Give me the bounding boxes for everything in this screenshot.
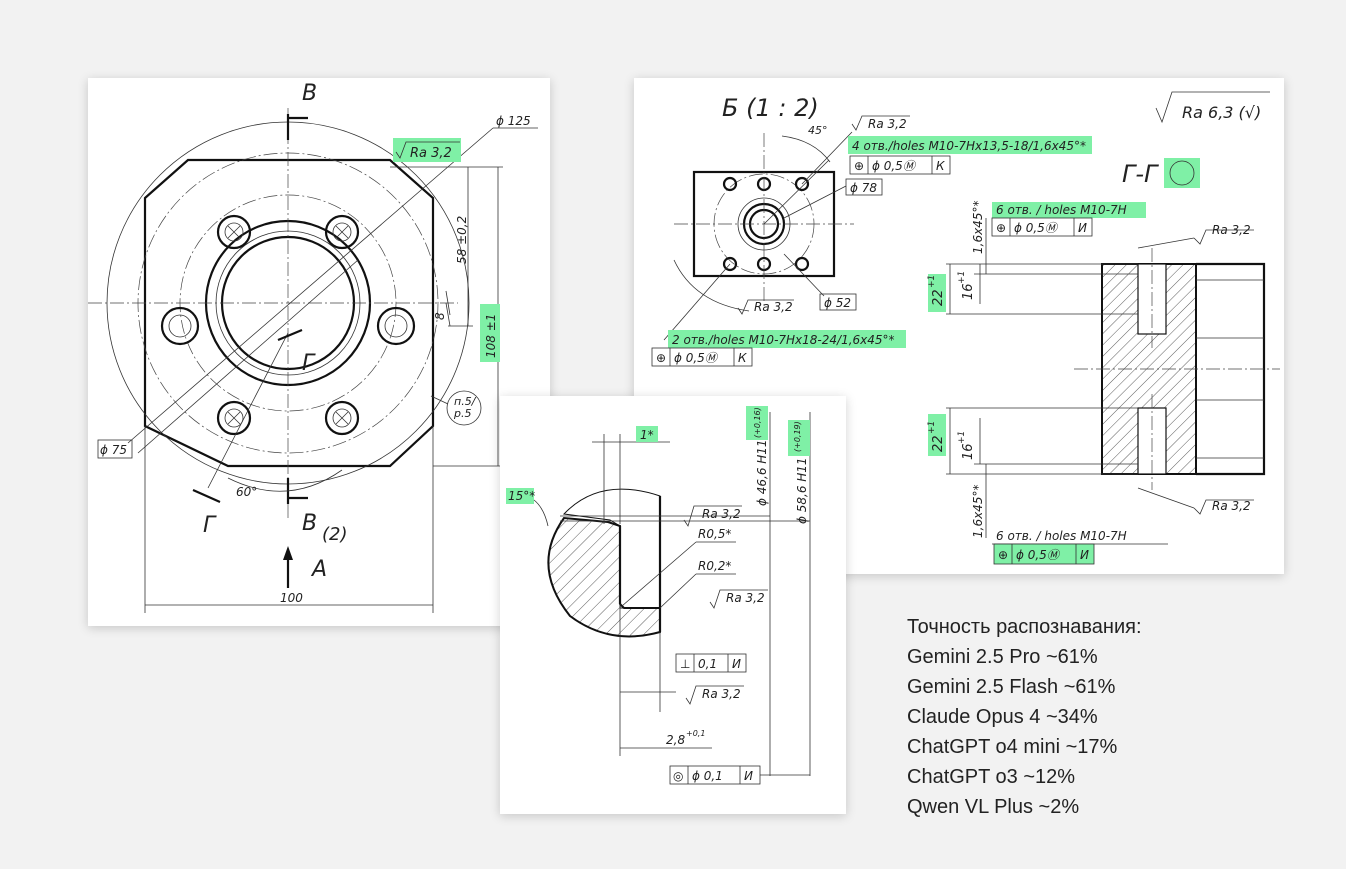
section-g-roughness-top: Ra 3,2 bbox=[1212, 223, 1251, 237]
dimension-8-label: 8 bbox=[433, 312, 447, 320]
perp-tol-datum: И bbox=[732, 657, 741, 671]
angle-15-label: 15°* bbox=[508, 489, 535, 503]
groove-detail-sheet: 1* 15°* ϕ 46,6 H11 (+0,16) ϕ 58,6 H11 (+… bbox=[500, 396, 846, 814]
section-label-bottom-sub: (2) bbox=[322, 524, 348, 545]
dim-1-label: 1* bbox=[640, 428, 654, 442]
roughness-label: Ra 3,2 bbox=[410, 146, 452, 161]
concentricity-tol-datum: И bbox=[744, 769, 753, 783]
dimension-100-label: 100 bbox=[280, 591, 303, 605]
angle-45-label: 45° bbox=[808, 124, 828, 137]
section-g-tol-bottom-symbol: ⊕ bbox=[998, 548, 1008, 562]
diameter-52-label: ϕ 52 bbox=[824, 296, 851, 310]
detail-b-tol-bottom-datum: К bbox=[738, 351, 747, 365]
dim-22-top-tol: +1 bbox=[927, 275, 937, 288]
detail-b-title: Б (1 : 2) bbox=[722, 94, 819, 122]
dim-16-top: 16 bbox=[961, 283, 976, 300]
legend-item: Gemini 2.5 Pro ~61% bbox=[907, 646, 1098, 668]
section-g-roughness-bottom: Ra 3,2 bbox=[1212, 499, 1251, 513]
section-g-tol-top-symbol: ⊕ bbox=[996, 221, 1006, 235]
radius-0-2-label: R0,2* bbox=[698, 559, 731, 573]
dim-2-8-tol: +0,1 bbox=[686, 729, 705, 738]
section-label-bottom: В bbox=[302, 511, 317, 536]
front-view-drawing: В В (2) А Г Г ϕ 125 ϕ 75 Ra 3,2 58 ±0,2 … bbox=[88, 81, 538, 613]
legend-title: Точность распознавания: bbox=[907, 616, 1142, 638]
groove-roughness-2: Ra 3,2 bbox=[726, 591, 765, 605]
dimension-58-label: 58 ±0,2 bbox=[455, 216, 469, 264]
holes-6-top-note: 6 отв. / holes M10-7H bbox=[996, 203, 1127, 217]
section-label-top: В bbox=[302, 81, 317, 106]
chamfer-top-label: 1,6x45°* bbox=[971, 201, 985, 254]
detail-b-tol-bottom-symbol: ⊕ bbox=[656, 351, 666, 365]
detail-b-tol-top-datum: К bbox=[936, 159, 945, 173]
detail-drawing: Б (1 : 2) 45° Ra 3,2 4 отв./holes M10-7H… bbox=[651, 91, 1280, 565]
diameter-75-label: ϕ 75 bbox=[100, 443, 127, 457]
cut-label-g-center: Г bbox=[302, 351, 316, 376]
dim-16-bottom: 16 bbox=[961, 443, 976, 460]
note-p5-label: п.5/ bbox=[454, 395, 477, 408]
dim-2-8-label: 2,8 bbox=[666, 733, 685, 747]
perp-tol-symbol: ⊥ bbox=[680, 657, 690, 671]
section-g-tol-top-datum: И bbox=[1078, 221, 1087, 235]
view-label-a: А bbox=[310, 557, 327, 582]
holes-2-note: 2 отв./holes M10-7Hx18-24/1,6x45°* bbox=[672, 333, 895, 347]
front-view-sheet: В В (2) А Г Г ϕ 125 ϕ 75 Ra 3,2 58 ±0,2 … bbox=[88, 78, 550, 626]
detail-b-roughness-bottom: Ra 3,2 bbox=[754, 300, 793, 314]
general-roughness: Ra 6,3 (√) bbox=[1182, 103, 1261, 122]
dim-16-bottom-tol: +1 bbox=[957, 431, 967, 444]
concentricity-tol-value: ϕ 0,1 bbox=[692, 769, 723, 783]
diameter-125-label: ϕ 125 bbox=[496, 114, 531, 128]
legend-item: ChatGPT o3 ~12% bbox=[907, 766, 1076, 788]
diameter-46-6-label: ϕ 46,6 H11 bbox=[755, 439, 769, 506]
dim-16-top-tol: +1 bbox=[957, 271, 967, 284]
holes-4-note: 4 отв./holes M10-7Hx13,5-18/1,6x45°* bbox=[852, 139, 1086, 153]
angle-60-label: 60° bbox=[236, 485, 257, 499]
chamfer-bottom-label: 1,6x45°* bbox=[971, 485, 985, 538]
detail-b-tol-top-value: ϕ 0,5Ⓜ bbox=[872, 159, 917, 173]
detail-b-tol-top-symbol: ⊕ bbox=[854, 159, 864, 173]
holes-6-bottom-note: 6 отв. / holes M10-7H bbox=[996, 529, 1127, 543]
legend-item: Claude Opus 4 ~34% bbox=[907, 706, 1098, 728]
detail-b-roughness-top: Ra 3,2 bbox=[868, 117, 907, 131]
diameter-58-6-label: ϕ 58,6 H11 bbox=[795, 457, 809, 524]
diameter-78-label: ϕ 78 bbox=[850, 181, 877, 195]
dim-22-top: 22 bbox=[931, 289, 946, 306]
groove-roughness-3: Ra 3,2 bbox=[702, 687, 741, 701]
legend-item: ChatGPT o4 mini ~17% bbox=[907, 736, 1118, 758]
perp-tol-value: 0,1 bbox=[698, 657, 717, 671]
section-g-title: Г-Г bbox=[1122, 160, 1159, 188]
section-g-tol-bottom-datum: И bbox=[1080, 548, 1089, 562]
legend-item: Gemini 2.5 Flash ~61% bbox=[907, 676, 1116, 698]
groove-roughness-1: Ra 3,2 bbox=[702, 507, 741, 521]
cut-label-g: Г bbox=[203, 513, 217, 538]
dimension-108-label: 108 ±1 bbox=[484, 314, 498, 358]
diameter-58-6-tol: (+0,19) bbox=[793, 421, 802, 452]
section-g-tol-top-value: ϕ 0,5Ⓜ bbox=[1014, 221, 1059, 235]
detail-b-tol-bottom-value: ϕ 0,5Ⓜ bbox=[674, 351, 719, 365]
diameter-46-6-tol: (+0,16) bbox=[753, 407, 762, 438]
dim-22-bottom: 22 bbox=[931, 435, 946, 452]
dim-22-bottom-tol: +1 bbox=[927, 421, 937, 434]
legend-item: Qwen VL Plus ~2% bbox=[907, 796, 1080, 818]
note-p5b-label: р.5 bbox=[453, 407, 471, 420]
concentricity-tol-symbol: ◎ bbox=[673, 769, 683, 783]
radius-0-5-label: R0,5* bbox=[698, 527, 731, 541]
groove-detail-drawing: 1* 15°* ϕ 46,6 H11 (+0,16) ϕ 58,6 H11 (+… bbox=[506, 406, 811, 785]
recognition-accuracy-legend: Точность распознавания: Gemini 2.5 Pro ~… bbox=[907, 612, 1142, 822]
section-g-tol-bottom-value: ϕ 0,5Ⓜ bbox=[1016, 548, 1061, 562]
